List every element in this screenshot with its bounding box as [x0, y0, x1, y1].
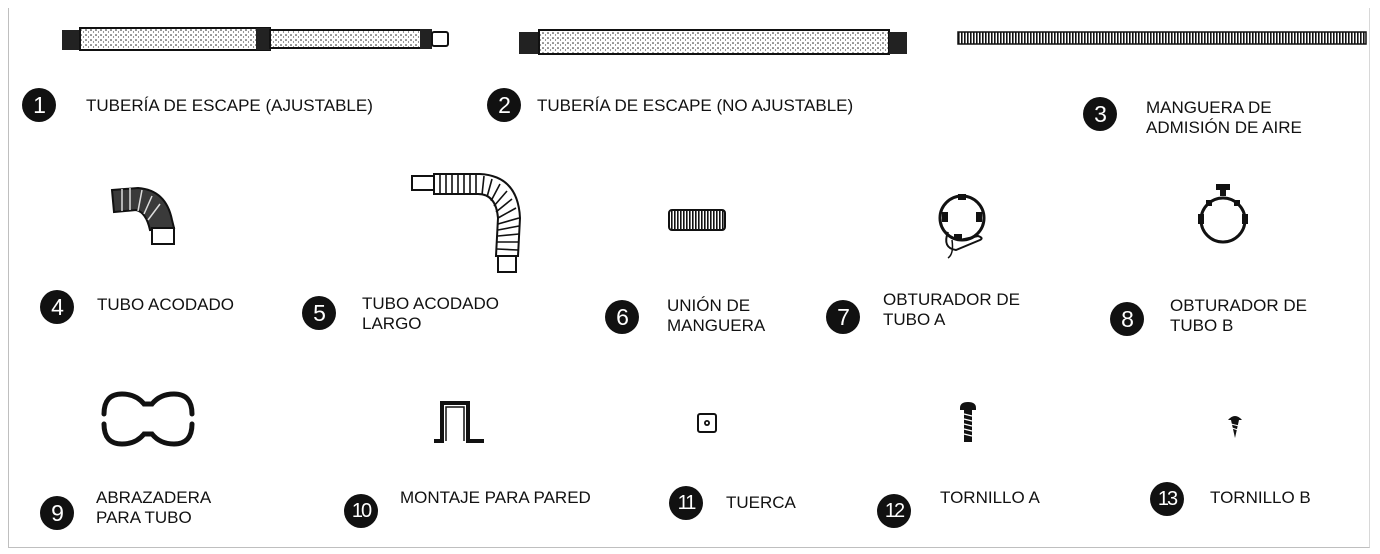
part-number-10: 10 [344, 494, 378, 528]
part-label-10: MONTAJE PARA PARED [400, 488, 591, 508]
exhaust-pipe-icon [519, 29, 907, 55]
part-label-6: UNIÓN DE MANGUERA [667, 296, 765, 336]
part-label-4: TUBO ACODADO [97, 295, 234, 315]
part-label-line: TUBO ACODADO [362, 294, 499, 313]
part-number-9: 9 [40, 496, 74, 530]
part-label-line: MANGUERA [667, 316, 766, 335]
pipe-plug-b-icon [1198, 184, 1248, 244]
air-intake-hose-icon [957, 31, 1367, 45]
nut-icon [697, 413, 717, 433]
part-label-line: TORNILLO B [1210, 488, 1311, 507]
part-label-8: OBTURADOR DE TUBO B [1170, 296, 1307, 336]
part-label-line: TUBO B [1170, 316, 1234, 335]
part-label-7: OBTURADOR DE TUBO A [883, 290, 1020, 330]
hose-coupling-icon [668, 209, 726, 231]
part-label-line: PARA TUBO [96, 508, 192, 527]
part-label-12: TORNILLO A [940, 488, 1040, 508]
part-number-5: 5 [302, 296, 336, 330]
part-number-2: 2 [487, 88, 521, 122]
part-label-line: ADMISIÓN DE AIRE [1146, 118, 1302, 137]
part-number-11: 11 [669, 486, 703, 520]
part-number-7: 7 [826, 300, 860, 334]
part-number-12: 12 [877, 494, 911, 528]
part-label-line: UNIÓN DE [667, 296, 751, 315]
part-label-3: MANGUERA DE ADMISIÓN DE AIRE [1146, 98, 1302, 138]
part-label-line: TUERCA [726, 493, 796, 512]
pipe-plug-a-icon [938, 194, 986, 259]
part-label-13: TORNILLO B [1210, 488, 1311, 508]
part-label-line: OBTURADOR DE [883, 290, 1020, 309]
part-label-5: TUBO ACODADO LARGO [362, 294, 499, 334]
screw-a-icon [960, 402, 976, 442]
part-number-1: 1 [22, 88, 56, 122]
part-number-13: 13 [1150, 482, 1184, 516]
part-label-9: ABRAZADERA PARA TUBO [96, 488, 211, 528]
part-label-line: OBTURADOR DE [1170, 296, 1307, 315]
adjustable-exhaust-pipe-icon [62, 27, 449, 51]
part-number-8: 8 [1110, 302, 1144, 336]
part-label-1: TUBERÍA DE ESCAPE (AJUSTABLE) [86, 96, 373, 116]
diagram-frame [8, 8, 1370, 548]
part-label-11: TUERCA [726, 493, 796, 513]
part-label-line: LARGO [362, 314, 422, 333]
part-label-line: MONTAJE PARA PARED [400, 488, 591, 507]
elbow-pipe-icon [110, 186, 176, 245]
long-elbow-pipe-icon [411, 173, 522, 273]
pipe-clamp-icon [101, 391, 195, 447]
part-label-line: TORNILLO A [940, 488, 1040, 507]
screw-b-icon [1228, 416, 1242, 438]
part-label-line: MANGUERA DE [1146, 98, 1272, 117]
part-label-line: TUBERÍA DE ESCAPE (NO AJUSTABLE) [537, 96, 854, 115]
part-label-line: TUBERÍA DE ESCAPE (AJUSTABLE) [86, 96, 373, 115]
part-number-6: 6 [605, 300, 639, 334]
part-label-2: TUBERÍA DE ESCAPE (NO AJUSTABLE) [537, 96, 853, 116]
wall-mount-icon [434, 401, 484, 443]
part-label-line: TUBO A [883, 310, 946, 329]
part-number-4: 4 [40, 290, 74, 324]
part-label-line: TUBO ACODADO [97, 295, 234, 314]
part-number-3: 3 [1083, 97, 1117, 131]
part-label-line: ABRAZADERA [96, 488, 212, 507]
